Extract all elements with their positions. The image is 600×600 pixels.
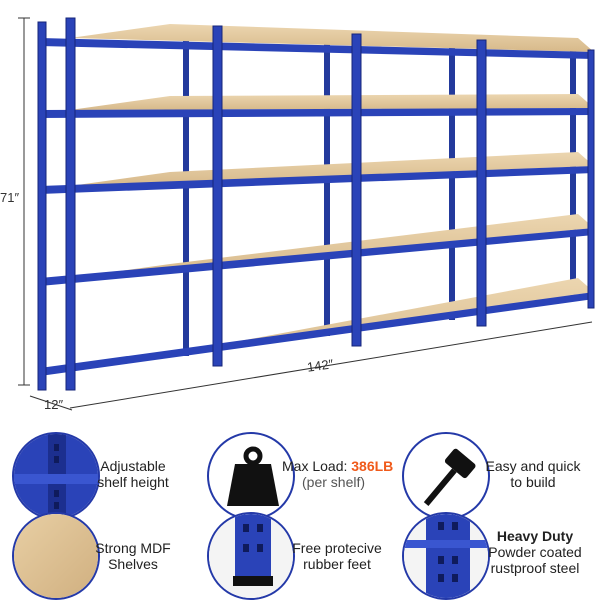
feature-heavy-duty-line1: Heavy Duty: [496, 528, 574, 544]
shelf-front-beam: [40, 292, 594, 376]
shelf-board: [70, 94, 594, 110]
shelf-front-beam: [40, 166, 594, 194]
height-dimension-label: 71″: [0, 190, 20, 205]
shelf-board: [70, 214, 594, 278]
shelving-units-illustration: [18, 17, 595, 411]
weight-icon: [207, 432, 295, 520]
depth-dimension-label: 12″: [44, 397, 64, 412]
feature-rubber-feet-line2: rubber feet: [303, 556, 371, 572]
shelf-front-beam: [40, 228, 594, 286]
width-dimension-line: [69, 321, 593, 409]
adjustable-shelf-icon: [12, 432, 100, 520]
feature-adjustable-line1: Adjustable: [100, 458, 166, 474]
shelf-board: [70, 152, 594, 186]
max-load-value: 386LB: [351, 458, 394, 474]
feature-rubber-feet-line1: Free protecive: [292, 540, 382, 556]
mallet-icon: [402, 432, 490, 520]
feature-adjustable-line2: shelf height: [97, 474, 169, 490]
feature-easy-build-line2: to build: [510, 474, 556, 490]
feature-max-load-line2: (per shelf): [302, 474, 366, 490]
shelf-front-beam: [40, 108, 594, 118]
max-load-label: Max Load:: [282, 458, 352, 474]
height-dimension-line: [18, 17, 30, 386]
steel-frame-icon: [402, 512, 490, 600]
shelf-board: [70, 278, 594, 368]
depth-dimension-line: [29, 395, 73, 411]
shelf-board: [70, 24, 594, 52]
feature-mdf-line1: Strong MDF: [95, 540, 171, 556]
feature-mdf-line2: Shelves: [108, 556, 158, 572]
front-uprights: [37, 17, 595, 391]
feature-max-load-line1: Max Load: 386LB: [282, 458, 402, 474]
mdf-board-icon: [12, 512, 100, 600]
shelves: [40, 24, 594, 376]
feature-heavy-duty-line2: Powder coated: [488, 544, 582, 560]
feature-easy-build-line1: Easy and quick: [485, 458, 581, 474]
rubber-feet-icon: [207, 512, 295, 600]
feature-heavy-duty-line3: rustproof steel: [490, 560, 580, 576]
shelf-front-beam: [40, 38, 594, 59]
